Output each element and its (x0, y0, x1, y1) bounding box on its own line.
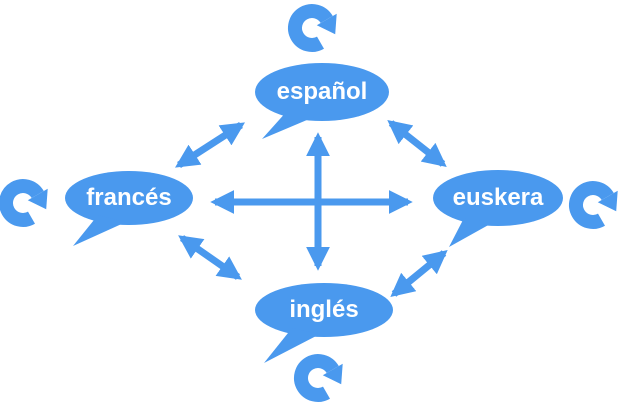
arrow-ingles-euskera (390, 249, 448, 298)
speech-bubble-euskera (433, 170, 563, 247)
node-label-euskera: euskera (452, 184, 544, 211)
refresh-icon-right (576, 188, 618, 222)
speech-bubble-ingles (255, 283, 393, 363)
connection-arrows (175, 120, 448, 298)
speech-bubble-frances (65, 171, 193, 246)
node-label-ingles: inglés (289, 296, 359, 323)
refresh-icon-bottom (301, 361, 343, 395)
speech-bubble-espanol (255, 63, 389, 139)
arrow-frances-espanol (175, 122, 245, 168)
node-label-espanol: español (276, 78, 368, 105)
arrow-espanol-euskera (387, 120, 447, 167)
node-label-frances: francés (86, 184, 172, 211)
refresh-icon-left (6, 186, 48, 220)
arrow-frances-ingles (178, 235, 242, 280)
refresh-icon-top (295, 11, 337, 45)
